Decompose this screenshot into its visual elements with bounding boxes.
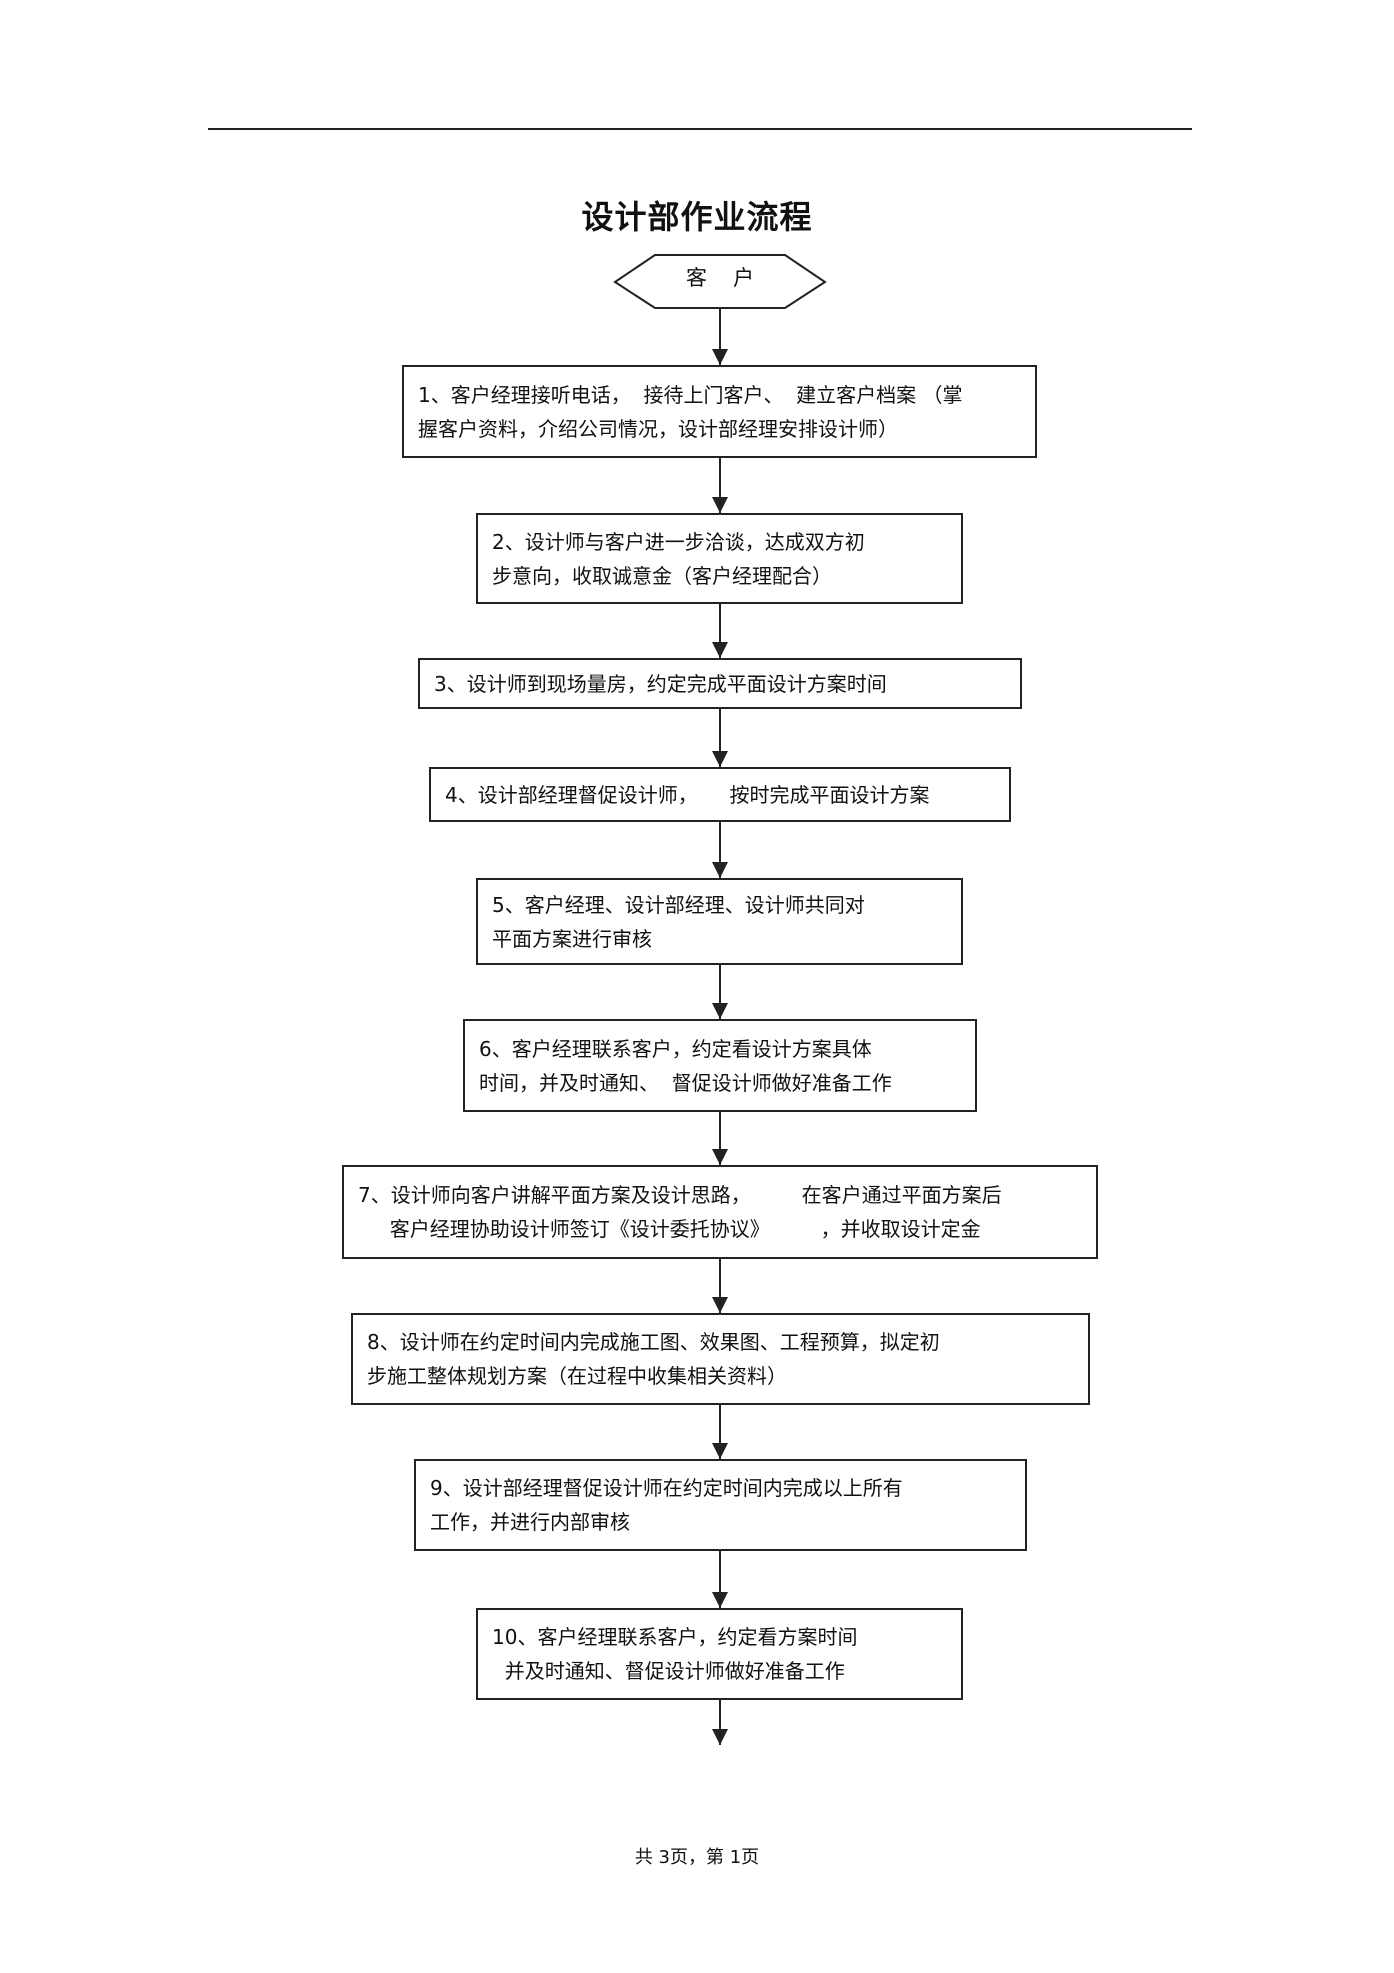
step-text-line: 步施工整体规划方案（在过程中收集相关资料） (367, 1364, 787, 1388)
step-text-line: 步意向，收取诚意金（客户经理配合） (492, 563, 832, 588)
step-text-line: 客户经理协助设计师签订《设计委托协议》 ，并收取设计定金 (358, 1217, 981, 1241)
process-step-3: 3、设计师到现场量房，约定完成平面设计方案时间 (418, 658, 1022, 709)
step-text-line: 9、设计部经理督促设计师在约定时间内完成以上所有 (430, 1476, 903, 1500)
page-footer: 共 3页，第 1页 (634, 1847, 760, 1868)
step-text-line: 平面方案进行审核 (492, 926, 652, 951)
process-step-4: 4、设计部经理督促设计师， 按时完成平面设计方案 (429, 767, 1011, 822)
top-rule (208, 128, 1192, 130)
process-step-2: 2、设计师与客户进一步洽谈，达成双方初步意向，收取诚意金（客户经理配合） (476, 513, 963, 604)
process-step-8: 8、设计师在约定时间内完成施工图、效果图、工程预算，拟定初步施工整体规划方案（在… (351, 1313, 1090, 1405)
process-step-5: 5、客户经理、设计部经理、设计师共同对平面方案进行审核 (476, 878, 963, 965)
step-text-line: 1、客户经理接听电话， 接待上门客户、 建立客户档案 （掌 (418, 382, 963, 407)
step-text-line: 时间，并及时通知、 督促设计师做好准备工作 (479, 1070, 892, 1095)
process-step-6: 6、客户经理联系客户，约定看设计方案具体时间，并及时通知、 督促设计师做好准备工… (463, 1019, 977, 1112)
step-text-line: 4、设计部经理督促设计师， 按时完成平面设计方案 (445, 782, 930, 807)
step-text-line: 5、客户经理、设计部经理、设计师共同对 (492, 892, 865, 917)
process-step-9: 9、设计部经理督促设计师在约定时间内完成以上所有工作，并进行内部审核 (414, 1459, 1027, 1551)
process-step-1: 1、客户经理接听电话， 接待上门客户、 建立客户档案 （掌握客户资料，介绍公司情… (402, 365, 1037, 458)
step-text-line: 2、设计师与客户进一步洽谈，达成双方初 (492, 529, 865, 554)
step-text-line: 工作，并进行内部审核 (430, 1510, 630, 1534)
step-text-line: 握客户资料，介绍公司情况，设计部经理安排设计师） (418, 416, 898, 441)
step-text-line: 10、客户经理联系客户，约定看方案时间 (492, 1625, 858, 1649)
step-text-line: 6、客户经理联系客户，约定看设计方案具体 (479, 1036, 872, 1061)
step-text-line: 7、设计师向客户讲解平面方案及设计思路， 在客户通过平面方案后 (358, 1183, 1002, 1207)
start-hexagon (613, 254, 827, 309)
page-title: 设计部作业流程 (581, 198, 813, 236)
step-text-line: 8、设计师在约定时间内完成施工图、效果图、工程预算，拟定初 (367, 1330, 940, 1354)
step-text-line: 3、设计师到现场量房，约定完成平面设计方案时间 (434, 671, 887, 696)
step-text-line: 并及时通知、督促设计师做好准备工作 (492, 1659, 845, 1683)
process-step-7: 7、设计师向客户讲解平面方案及设计思路， 在客户通过平面方案后 客户经理协助设计… (342, 1165, 1098, 1259)
process-step-10: 10、客户经理联系客户，约定看方案时间 并及时通知、督促设计师做好准备工作 (476, 1608, 963, 1700)
start-node-label: 客户 (686, 266, 780, 290)
